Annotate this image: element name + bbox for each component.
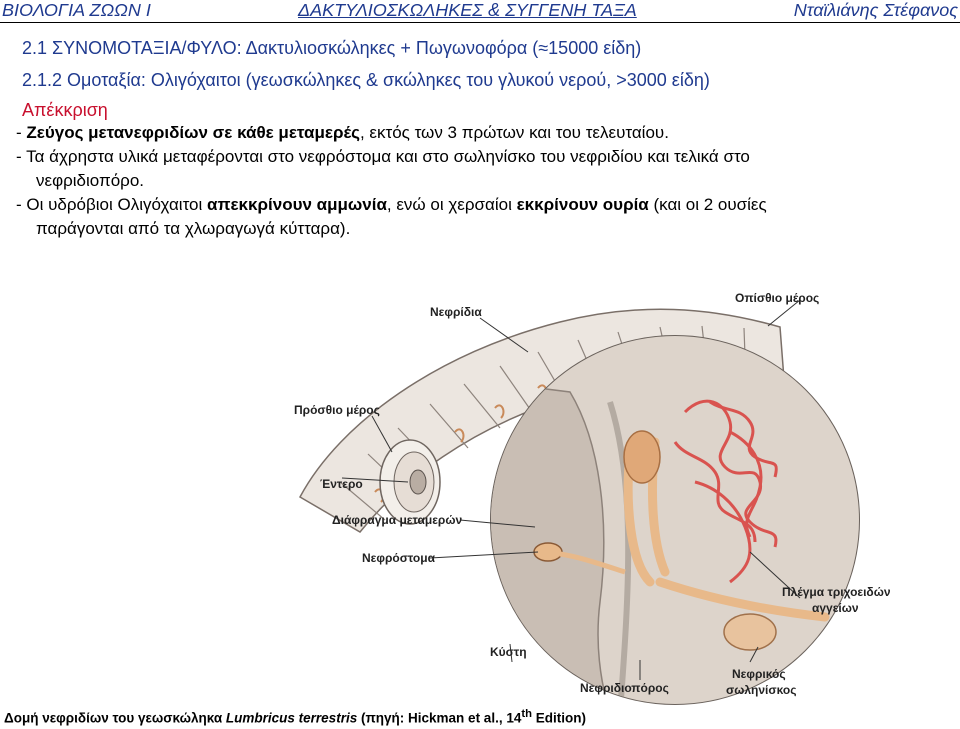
figure-caption: Δομή νεφριδίων του γεωσκώληκα Lumbricus …	[4, 708, 586, 726]
section-heading: 2.1 ΣΥΝΟΜΟΤΑΞΙΑ/ΦΥΛΟ: Δακτυλιοσκώληκες +…	[22, 38, 642, 58]
label-nephridiopore: Νεφριδιοπόρος	[580, 681, 669, 695]
nephridia-figure: Νεφρίδια Οπίσθιο μέρος Πρόσθιο μέρος Έντ…	[294, 291, 891, 705]
header-chapter: ΔΑΚΤΥΛΙΟΣΚΩΛΗΚΕΣ & ΣΥΓΓΕΝΗ ΤΑΞΑ	[298, 0, 637, 20]
label-capillary-line1: Πλέγμα τριχοειδών	[782, 585, 891, 599]
caption-suffix: (πηγή: Hickman et al., 14	[357, 710, 522, 726]
label-capillary-line2: αγγείων	[812, 601, 859, 615]
label-gut: Έντερο	[320, 477, 363, 491]
label-nephridia: Νεφρίδια	[430, 305, 482, 319]
label-bladder: Κύστη	[490, 645, 527, 659]
header-course: ΒΙΟΛΟΓΙΑ ΖΩΩΝ Ι	[2, 0, 151, 20]
bullet-3-text-b: , ενώ οι χερσαίοι	[386, 195, 517, 214]
label-posterior: Οπίσθιο μέρος	[735, 291, 819, 305]
bullet-3: - Οι υδρόβιοι Ολιγόχαιτοι απεκκρίνουν αμ…	[16, 193, 926, 241]
bullet-2: - Τα άχρηστα υλικά μεταφέρονται στο νεφρ…	[16, 145, 926, 193]
caption-species: Lumbricus terrestris	[225, 710, 358, 726]
bullet-1-rest: , εκτός των 3 πρώτων και του τελευταίου.	[359, 123, 669, 142]
label-septum: Διάφραγμα μεταμερών	[332, 513, 462, 527]
page-header: ΒΙΟΛΟΓΙΑ ΖΩΩΝ Ι ΔΑΚΤΥΛΙΟΣΚΩΛΗΚΕΣ & ΣΥΓΓΕ…	[0, 0, 960, 23]
bullet-3-text-c: (και οι 2 ουσίες	[648, 195, 767, 214]
caption-prefix: Δομή νεφριδίων του γεωσκώληκα	[4, 710, 226, 726]
bullet-2-line2: νεφριδιοπόρο.	[36, 171, 145, 190]
capillary-network	[673, 399, 778, 584]
bladder-shape	[723, 613, 777, 651]
topic-heading: Απέκκριση	[22, 100, 108, 120]
label-tubule-line2: σωληνίσκος	[726, 683, 796, 697]
subsection-heading: 2.1.2 Ομοταξία: Ολιγόχαιτοι (γεωσκώληκες…	[22, 70, 710, 90]
label-tubule-line1: Νεφρικός	[732, 667, 786, 681]
bullet-1-bold: Ζεύγος μετανεφριδίων σε κάθε μεταμερές	[26, 123, 360, 142]
bullet-1: - Ζεύγος μετανεφριδίων σε κάθε μεταμερές…	[16, 123, 669, 142]
bullet-3-bold-urea: εκκρίνουν ουρία	[516, 195, 649, 214]
label-anterior: Πρόσθιο μέρος	[294, 403, 380, 417]
caption-end: Edition)	[531, 710, 586, 726]
nephrostome-funnel	[533, 542, 626, 575]
leader-lines	[341, 299, 801, 680]
label-nephrostome: Νεφρόστομα	[362, 551, 436, 565]
caption-sup: th	[521, 708, 532, 720]
bullet-2-line1: Τα άχρηστα υλικά μεταφέρονται στο νεφρόσ…	[26, 147, 750, 166]
bullet-3-line2: παράγονται από τα χλωραγωγά κύτταρα).	[36, 219, 351, 238]
bullet-3-text-a: Οι υδρόβιοι Ολιγόχαιτοι	[26, 195, 208, 214]
bullet-3-bold-ammonia: απεκκρίνουν αμμωνία	[207, 195, 387, 214]
header-author: Νταϊλιάνης Στέφανος	[793, 0, 958, 20]
